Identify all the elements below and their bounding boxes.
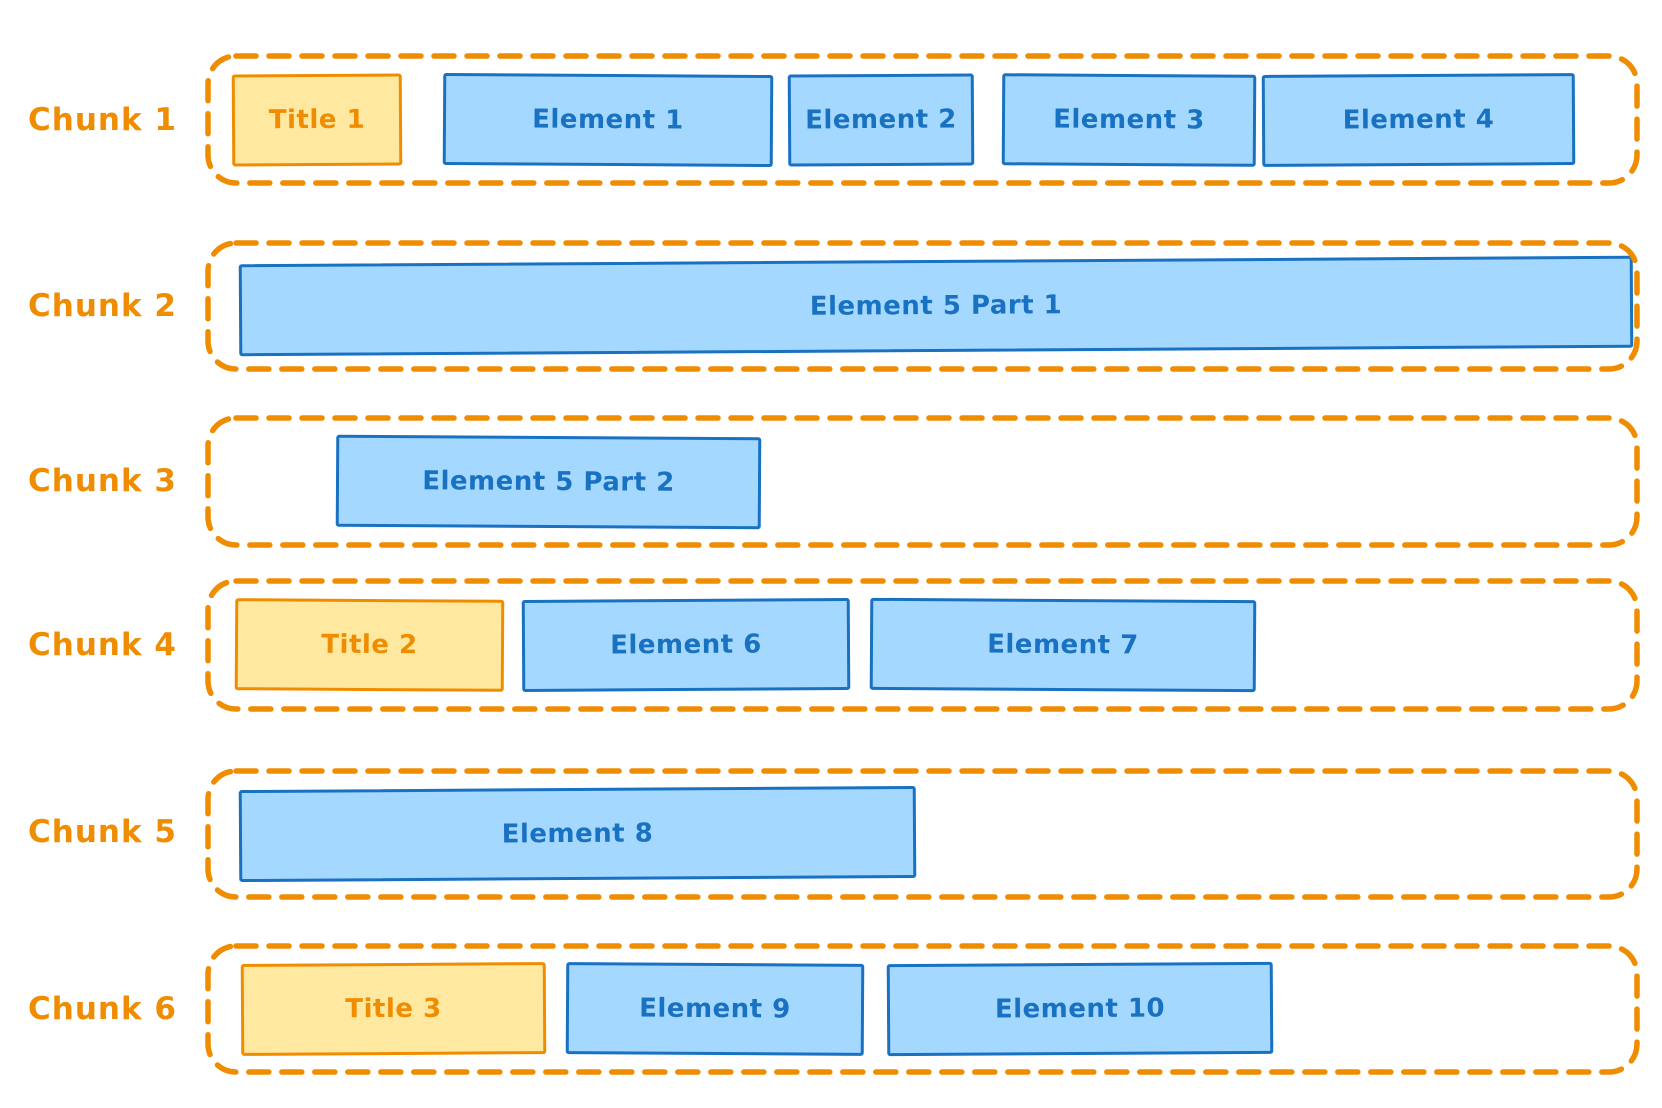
title-3-box: Title 3 [240,962,547,1056]
element-1-text: Element 1 [532,104,684,135]
element-6-text: Element 6 [610,629,762,661]
element-2-text: Element 2 [805,104,957,135]
element-9-text: Element 9 [639,993,791,1025]
element-7-box: Element 7 [869,597,1257,693]
element-4-text: Element 4 [1342,104,1495,135]
chunk-2-label: Chunk 2 [28,288,177,324]
element-8-text: Element 8 [501,818,654,850]
element-3-box: Element 3 [1001,72,1257,167]
element-1-box: Element 1 [442,72,774,167]
chunk-2-group: Element 5 Part 1 [205,240,1640,372]
chunk-6-group: Title 3 Element 9 Element 10 [205,943,1640,1075]
title-1-text: Title 1 [268,104,366,135]
element-6-box: Element 6 [521,597,851,693]
element-7-text: Element 7 [987,629,1139,661]
element-8-box: Element 8 [238,785,917,883]
chunk-5-group: Element 8 [205,768,1640,900]
element-3-text: Element 3 [1053,104,1205,135]
element-2-box: Element 2 [787,72,975,167]
element-10-box: Element 10 [886,961,1274,1057]
element-4-box: Element 4 [1261,72,1576,167]
title-3-text: Title 3 [345,993,442,1025]
title-2-box: Title 2 [234,598,505,692]
element-5-part-2-text: Element 5 Part 2 [422,465,675,498]
chunk-4-group: Title 2 Element 6 Element 7 [205,578,1640,712]
title-2-text: Title 2 [321,629,418,661]
chunk-6-label: Chunk 6 [28,991,177,1027]
chunk-3-label: Chunk 3 [28,463,177,499]
element-10-text: Element 10 [994,993,1166,1025]
element-9-box: Element 9 [565,962,865,1056]
chunk-1-label: Chunk 1 [28,102,177,138]
chunk-3-group: Element 5 Part 2 [205,415,1640,548]
element-5-part-2-box: Element 5 Part 2 [335,434,762,529]
element-5-part-1-box: Element 5 Part 1 [238,255,1634,357]
chunk-5-label: Chunk 5 [28,814,177,850]
chunk-4-label: Chunk 4 [28,627,177,663]
chunk-1-group: Title 1 Element 1 Element 2 Element 3 El… [205,53,1640,186]
title-1-box: Title 1 [231,72,403,167]
element-5-part-1-text: Element 5 Part 1 [809,290,1063,322]
